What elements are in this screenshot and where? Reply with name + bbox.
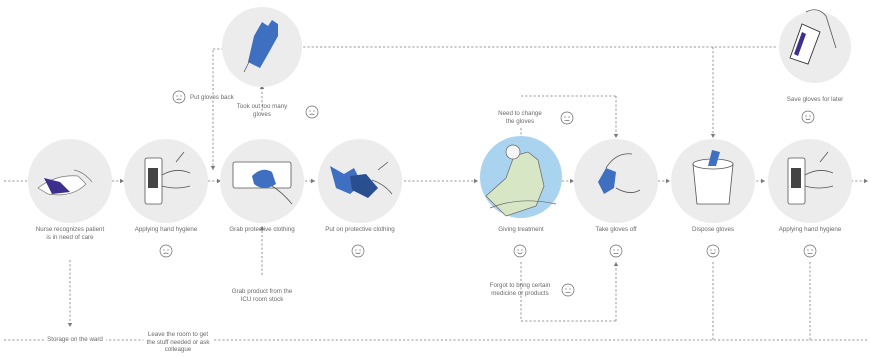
happy-face-icon: [801, 110, 815, 124]
happy-face-icon: [351, 244, 365, 258]
step-dispose-label: Dispose gloves: [692, 226, 734, 233]
branch-put-back-label: Put gloves back: [190, 94, 234, 101]
bubble-hygiene-1: [124, 139, 208, 223]
bubble-gloves-back: [222, 7, 302, 87]
bubble-hygiene-2: [768, 139, 852, 223]
branch-storage-label: Storage on the ward: [44, 336, 106, 344]
branch-grab-stock-label: Grab product from the ICU room stock: [231, 288, 293, 303]
bubble-nurse: [28, 139, 112, 223]
bubble-take-off: [574, 139, 658, 223]
step-put-on-label: Put on protective clothing: [325, 226, 395, 233]
step-hygiene-2-label: Applying hand hygiene: [778, 226, 842, 233]
branch-leave-room-label: Leave the room to get the stuff needed o…: [143, 331, 213, 354]
sad-face-icon: [172, 90, 186, 104]
sad-face-icon: [159, 244, 173, 258]
happy-face-icon: [513, 244, 527, 258]
bubble-save-gloves: [779, 9, 851, 83]
step-take-off-label: Take gloves off: [595, 226, 637, 233]
branch-too-many-label: Took out too many gloves: [236, 103, 288, 118]
step-treatment-label: Giving treatment: [498, 226, 544, 233]
bubble-grab-clothing: [220, 139, 304, 223]
step-grab-label: Grab protective clothing: [229, 226, 295, 233]
neutral-face-icon: [560, 111, 574, 125]
step-save-label: Save gloves for later: [786, 96, 844, 103]
step-nurse-label: Nurse recognizes patient is in need of c…: [35, 226, 105, 241]
neutral-face-icon: [561, 283, 575, 297]
branch-forgot-label: Forgot to bring certain medicine or prod…: [489, 282, 551, 297]
step-hygiene-1-label: Applying hand hygiene: [134, 226, 198, 233]
branch-need-change-label: Need to change the gloves: [498, 110, 542, 125]
neutral-face-icon: [803, 244, 817, 258]
bubble-dispose: [671, 139, 755, 223]
bubble-treatment: [480, 136, 562, 218]
sad-face-icon: [305, 105, 319, 119]
happy-face-icon: [706, 244, 720, 258]
bubble-put-on: [318, 139, 402, 223]
neutral-face-icon: [609, 244, 623, 258]
